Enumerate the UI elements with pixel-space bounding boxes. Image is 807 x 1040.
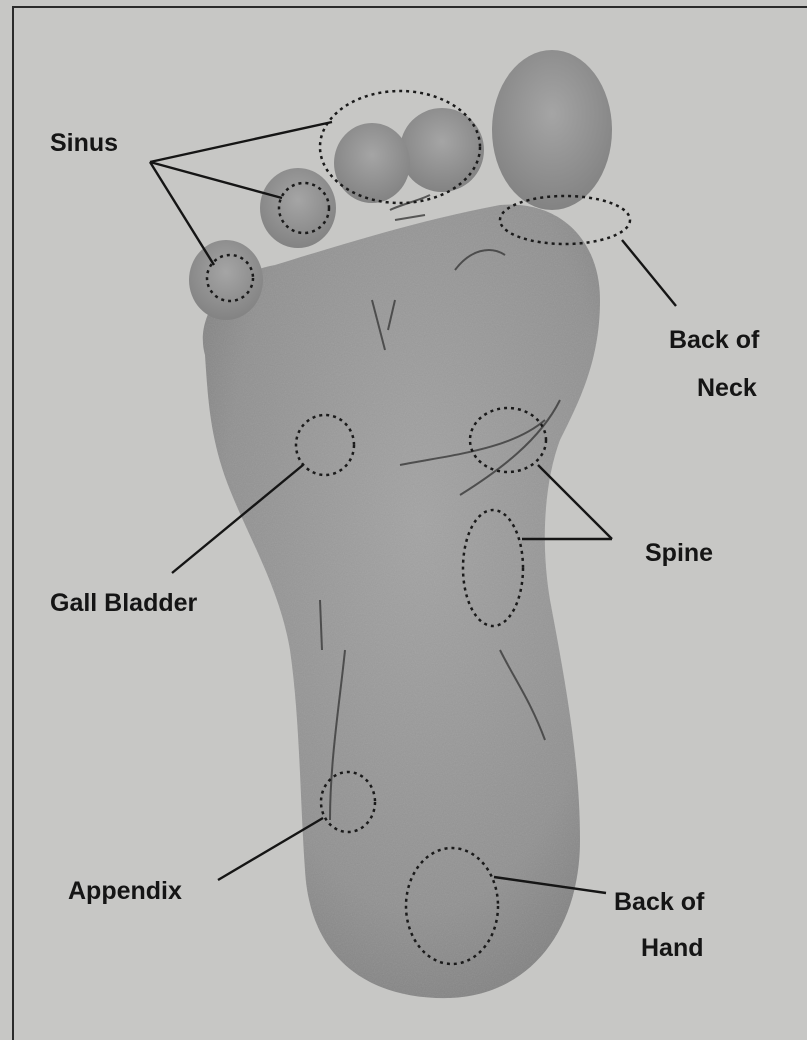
third-toe: [334, 123, 410, 203]
appendix-label: Appendix: [68, 868, 182, 914]
spine-label: Spine: [645, 530, 713, 576]
back-of-hand-label-line2: Hand: [641, 925, 704, 971]
fourth-toe: [260, 168, 336, 248]
back-of-neck-leader: [622, 240, 676, 306]
sinus-label: Sinus: [50, 120, 118, 166]
sinus-leader-1: [150, 122, 332, 162]
gall-bladder-label: Gall Bladder: [50, 580, 197, 626]
back-of-hand-label-line1: Back of: [614, 879, 704, 925]
spine-leader-1: [538, 465, 612, 539]
back-of-neck-label-line2: Neck: [697, 365, 757, 411]
big-toe: [492, 50, 612, 210]
back-of-neck-label-line1: Back of: [669, 317, 759, 363]
